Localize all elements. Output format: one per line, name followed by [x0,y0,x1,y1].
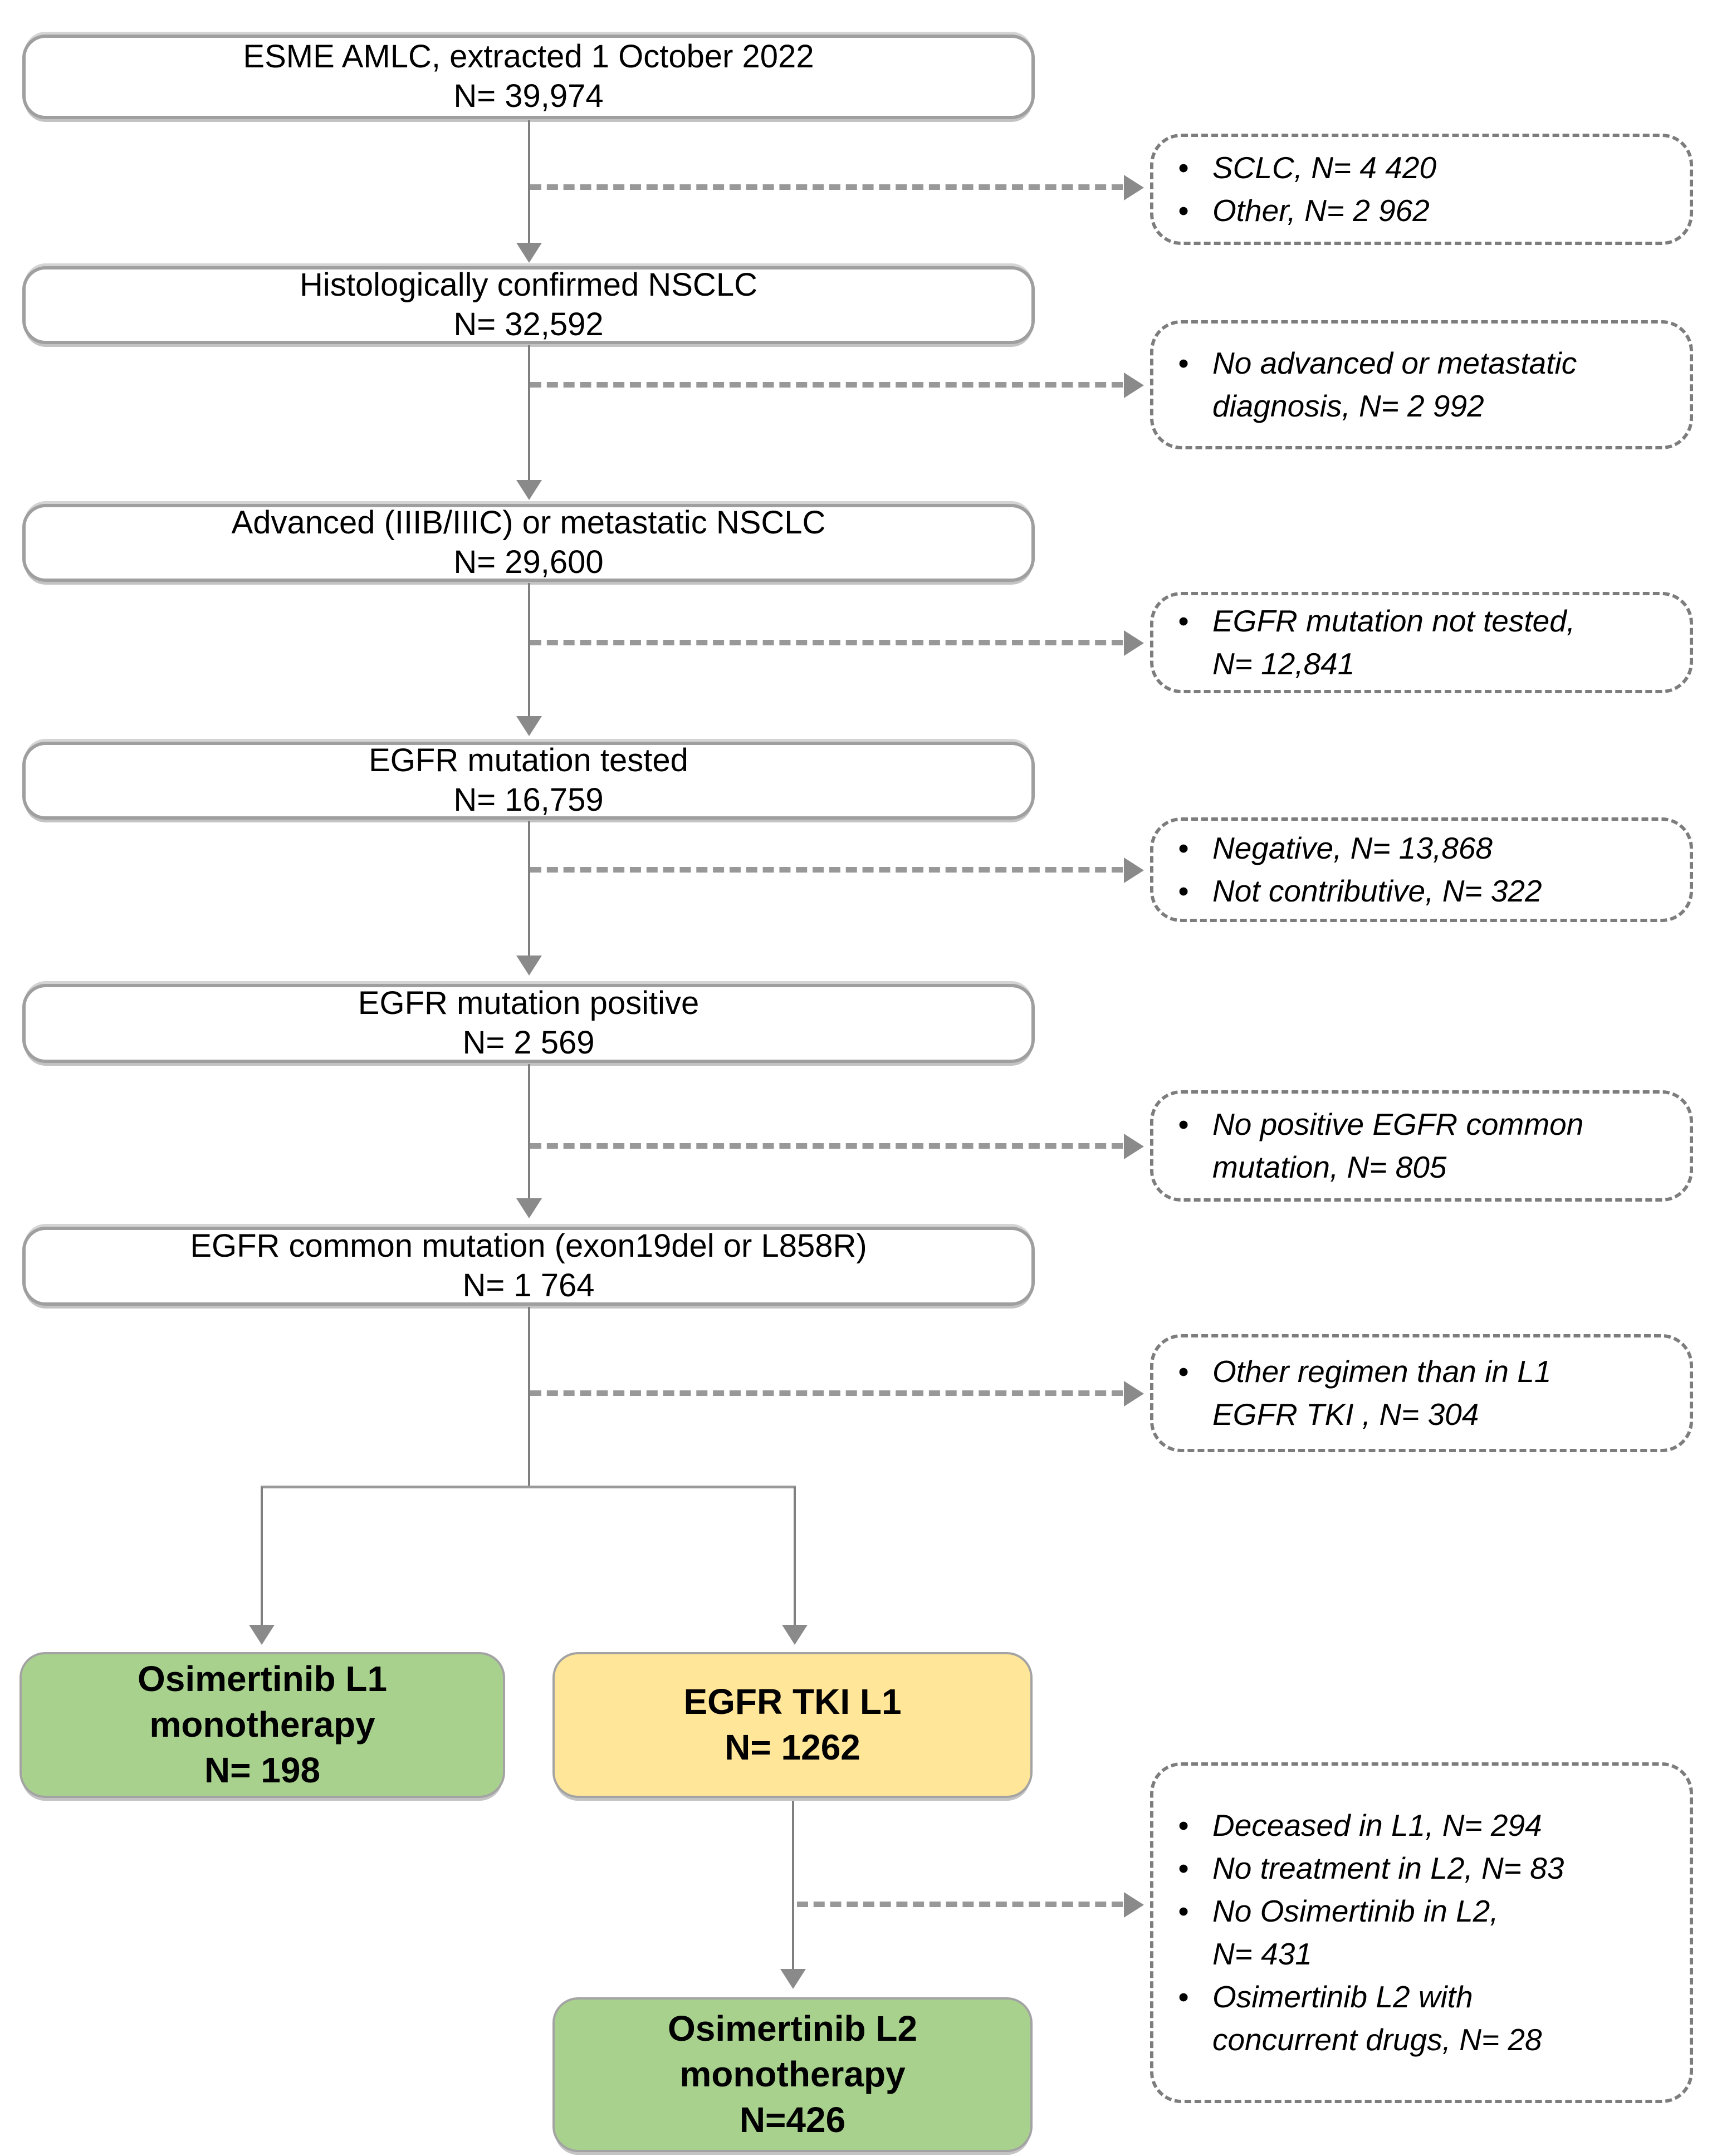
exclusion-item-text: No Osimertinib in L2, N= 431 [1212,1894,1499,1971]
arrow-down-icon [516,243,542,263]
flow-box-egfr-common-mutation: EGFR common mutation (exon19del or L858R… [22,1227,1035,1306]
exclusion-item: Not contributive, N= 322 [1178,870,1665,913]
exclusion-box-no-advanced-diagnosis: No advanced or metastatic diagnosis, N= … [1150,320,1693,449]
flow-arrow-line [792,1798,794,1971]
exclusion-box-egfr-not-tested: EGFR mutation not tested, N= 12,841 [1150,592,1693,693]
flow-box-count: N= 32,592 [453,306,604,342]
arrow-down-icon [516,480,542,500]
exclusion-connector-line [530,1390,1123,1396]
flow-arrow-line [528,583,530,717]
exclusion-item: No treatment in L2, N= 83 [1178,1847,1665,1890]
exclusion-item: SCLC, N= 4 420 [1178,146,1665,189]
exclusion-item-text: Not contributive, N= 322 [1212,874,1542,908]
flow-box-title: EGFR mutation tested [369,742,688,779]
outcome-box-osimertinib-l2: Osimertinib L2 monotherapy N=426 [552,1997,1033,2152]
arrow-down-icon [780,1969,806,1989]
outcome-box-text: Osimertinib L1 monotherapy N= 198 [137,1659,388,1790]
arrow-right-icon [1124,175,1144,200]
flow-box-title: Histologically confirmed NSCLC [300,267,757,303]
arrow-right-icon [1124,630,1144,656]
exclusion-item: Other, N= 2 962 [1178,189,1665,232]
flow-arrow-line [528,120,530,244]
flow-box-count: N= 39,974 [453,78,604,114]
outcome-box-egfr-tki-l1: EGFR TKI L1 N= 1262 [552,1652,1033,1798]
exclusion-item-text: No advanced or metastatic diagnosis, N= … [1212,346,1577,423]
exclusion-item-text: EGFR mutation not tested, N= 12,841 [1212,604,1576,681]
flow-box-nsclc-confirmed: Histologically confirmed NSCLC N= 32,592 [22,266,1035,344]
exclusion-list: Negative, N= 13,868 Not contributive, N=… [1178,827,1665,913]
branch-horizontal-line [261,1486,796,1488]
exclusion-box-no-common-mutation: No positive EGFR common mutation, N= 805 [1150,1090,1693,1202]
exclusion-item: Other regimen than in L1 EGFR TKI , N= 3… [1178,1350,1665,1436]
exclusion-box-l2-exclusions: Deceased in L1, N= 294 No treatment in L… [1150,1762,1693,2103]
outcome-box-text: EGFR TKI L1 N= 1262 [683,1682,902,1767]
flow-box-title: EGFR common mutation (exon19del or L858R… [190,1228,867,1265]
flow-arrow-line [528,821,530,957]
flow-box-title: ESME AMLC, extracted 1 October 2022 [243,38,814,75]
flow-box-count: N= 2 569 [462,1025,595,1061]
exclusion-list: Deceased in L1, N= 294 No treatment in L… [1178,1804,1665,2061]
arrow-right-icon [1124,1134,1144,1159]
arrow-down-icon [516,955,542,976]
exclusion-box-sclc-other: SCLC, N= 4 420 Other, N= 2 962 [1150,134,1693,245]
outcome-box-text: Osimertinib L2 monotherapy N=426 [667,2008,918,2140]
arrow-down-icon [782,1625,808,1645]
exclusion-connector-line [530,867,1123,873]
exclusion-item: No Osimertinib in L2, N= 431 [1178,1890,1665,1976]
branch-stem-line [528,1307,530,1487]
flow-arrow-line [528,1064,530,1199]
exclusion-item: EGFR mutation not tested, N= 12,841 [1178,600,1665,685]
arrow-right-icon [1124,373,1144,398]
exclusion-item-text: Other regimen than in L1 EGFR TKI , N= 3… [1212,1354,1552,1432]
exclusion-connector-line [530,1143,1123,1149]
exclusion-item: Osimertinib L2 with concurrent drugs, N=… [1178,1976,1665,2061]
exclusion-connector-line [530,184,1123,190]
flow-box-title: Advanced (IIIB/IIIC) or metastatic NSCLC [231,504,826,541]
exclusion-item-text: No positive EGFR common mutation, N= 805 [1212,1107,1584,1184]
exclusion-item: No positive EGFR common mutation, N= 805 [1178,1103,1665,1189]
flow-box-egfr-positive: EGFR mutation positive N= 2 569 [22,984,1035,1063]
flow-box-count: N= 1 764 [462,1267,595,1304]
exclusion-connector-line [797,1902,1123,1907]
exclusion-item-text: Osimertinib L2 with concurrent drugs, N=… [1212,1979,1542,2057]
exclusion-list: SCLC, N= 4 420 Other, N= 2 962 [1178,146,1665,232]
exclusion-item-text: SCLC, N= 4 420 [1212,150,1437,185]
exclusion-list: No positive EGFR common mutation, N= 805 [1178,1103,1665,1189]
exclusion-list: EGFR mutation not tested, N= 12,841 [1178,600,1665,685]
flow-box-count: N= 16,759 [453,782,604,818]
exclusion-connector-line [530,382,1123,388]
flow-box-title: EGFR mutation positive [358,985,700,1022]
flow-box-esme: ESME AMLC, extracted 1 October 2022 N= 3… [22,35,1035,119]
exclusion-box-other-regimen: Other regimen than in L1 EGFR TKI , N= 3… [1150,1334,1693,1452]
flow-box-egfr-tested: EGFR mutation tested N= 16,759 [22,742,1035,820]
exclusion-box-negative-notcontributive: Negative, N= 13,868 Not contributive, N=… [1150,817,1693,922]
arrow-right-icon [1124,1892,1144,1918]
flow-box-count: N= 29,600 [453,544,604,580]
exclusion-connector-line [530,640,1123,645]
flow-box-advanced-metastatic: Advanced (IIIB/IIIC) or metastatic NSCLC… [22,504,1035,582]
arrow-right-icon [1124,857,1144,883]
arrow-right-icon [1124,1381,1144,1407]
exclusion-item: Deceased in L1, N= 294 [1178,1804,1665,1847]
arrow-down-icon [516,1198,542,1218]
outcome-box-osimertinib-l1: Osimertinib L1 monotherapy N= 198 [19,1652,505,1798]
exclusion-list: Other regimen than in L1 EGFR TKI , N= 3… [1178,1350,1665,1436]
exclusion-item-text: Other, N= 2 962 [1212,193,1430,228]
branch-left-line [261,1487,263,1626]
arrow-down-icon [249,1625,275,1645]
flow-arrow-line [528,345,530,481]
exclusion-item-text: Deceased in L1, N= 294 [1212,1808,1542,1843]
branch-right-line [794,1487,796,1626]
exclusion-item-text: Negative, N= 13,868 [1212,831,1493,865]
exclusion-item-text: No treatment in L2, N= 83 [1212,1851,1564,1885]
arrow-down-icon [516,716,542,736]
exclusion-item: No advanced or metastatic diagnosis, N= … [1178,342,1665,428]
exclusion-item: Negative, N= 13,868 [1178,827,1665,870]
exclusion-list: No advanced or metastatic diagnosis, N= … [1178,342,1665,428]
